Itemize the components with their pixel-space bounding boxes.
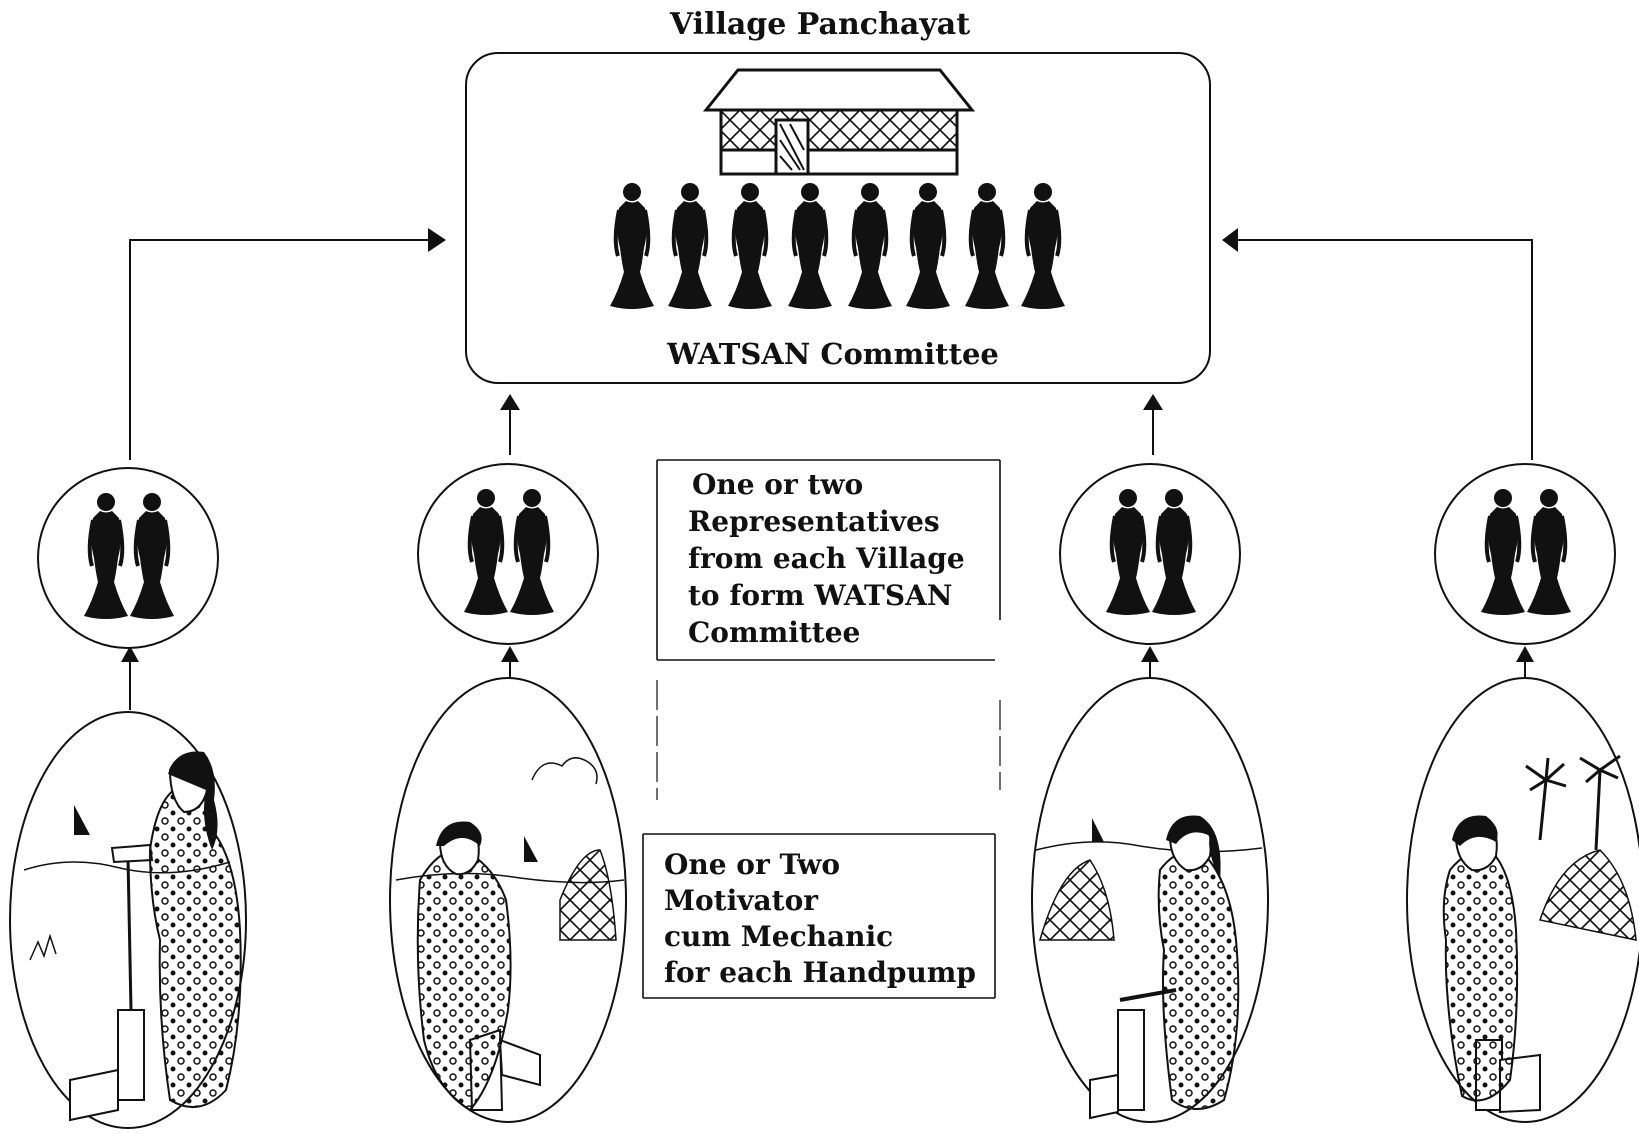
woman-at-handpump-icon (395, 757, 625, 1112)
representative-circle-4 (1434, 463, 1616, 645)
committee-member-icon (786, 181, 834, 311)
representative-circle-3 (1059, 463, 1241, 645)
woman-at-handpump-icon (1035, 815, 1263, 1120)
handpump-scene-4 (1406, 677, 1639, 1123)
committee-member-icon (904, 181, 952, 311)
committee-member-icon (726, 181, 774, 311)
handpump-scene-3 (1031, 677, 1269, 1123)
arrowhead-icon (501, 646, 519, 662)
representatives-note-line-5: Committee (688, 616, 860, 649)
representatives-note-line-3: from each Village (688, 542, 965, 575)
committee-member-icon (1019, 181, 1067, 311)
motivators-note-line-4: for each Handpump (664, 956, 976, 989)
arrowhead-icon (1141, 646, 1159, 662)
arrowhead-icon (1222, 228, 1238, 252)
committee-member-icon (608, 181, 656, 311)
panchayat-box (465, 52, 1211, 384)
representatives-note-line-4: to form WATSAN (688, 579, 952, 612)
arrow-heads (121, 228, 1534, 662)
arrowhead-icon (500, 394, 520, 410)
representatives-note-line-2: Representatives (688, 505, 940, 538)
arrowhead-icon (1516, 646, 1534, 662)
arrowhead-icon (428, 228, 446, 252)
arrowhead-icon (1143, 394, 1163, 410)
handpump-scene-2 (389, 677, 627, 1123)
motivators-note-line-2: Motivator (664, 884, 819, 917)
committee-members (608, 181, 1067, 311)
representative-circle-1 (37, 467, 219, 649)
committee-member-icon (666, 181, 714, 311)
motivators-note-line-3: cum Mechanic (664, 920, 893, 953)
arrowhead-icon (121, 646, 139, 662)
woman-at-handpump-icon (1442, 754, 1637, 1114)
motivators-note: One or Two Motivator cum Mechanic for ea… (642, 833, 996, 999)
committee-member-icon (846, 181, 894, 311)
representative-circle-2 (417, 463, 599, 645)
representatives-note-line-1: One or two (692, 468, 863, 501)
handpump-scene-1 (9, 711, 247, 1129)
panchayat-title: Village Panchayat (669, 7, 970, 42)
panchayat-building-icon (702, 68, 976, 176)
representatives-note: One or two Representatives from each Vil… (656, 459, 1001, 800)
woman-at-handpump-icon (23, 751, 242, 1122)
committee-label: WATSAN Committee (666, 337, 999, 371)
committee-member-icon (963, 181, 1011, 311)
motivators-note-line-1: One or Two (664, 848, 840, 881)
